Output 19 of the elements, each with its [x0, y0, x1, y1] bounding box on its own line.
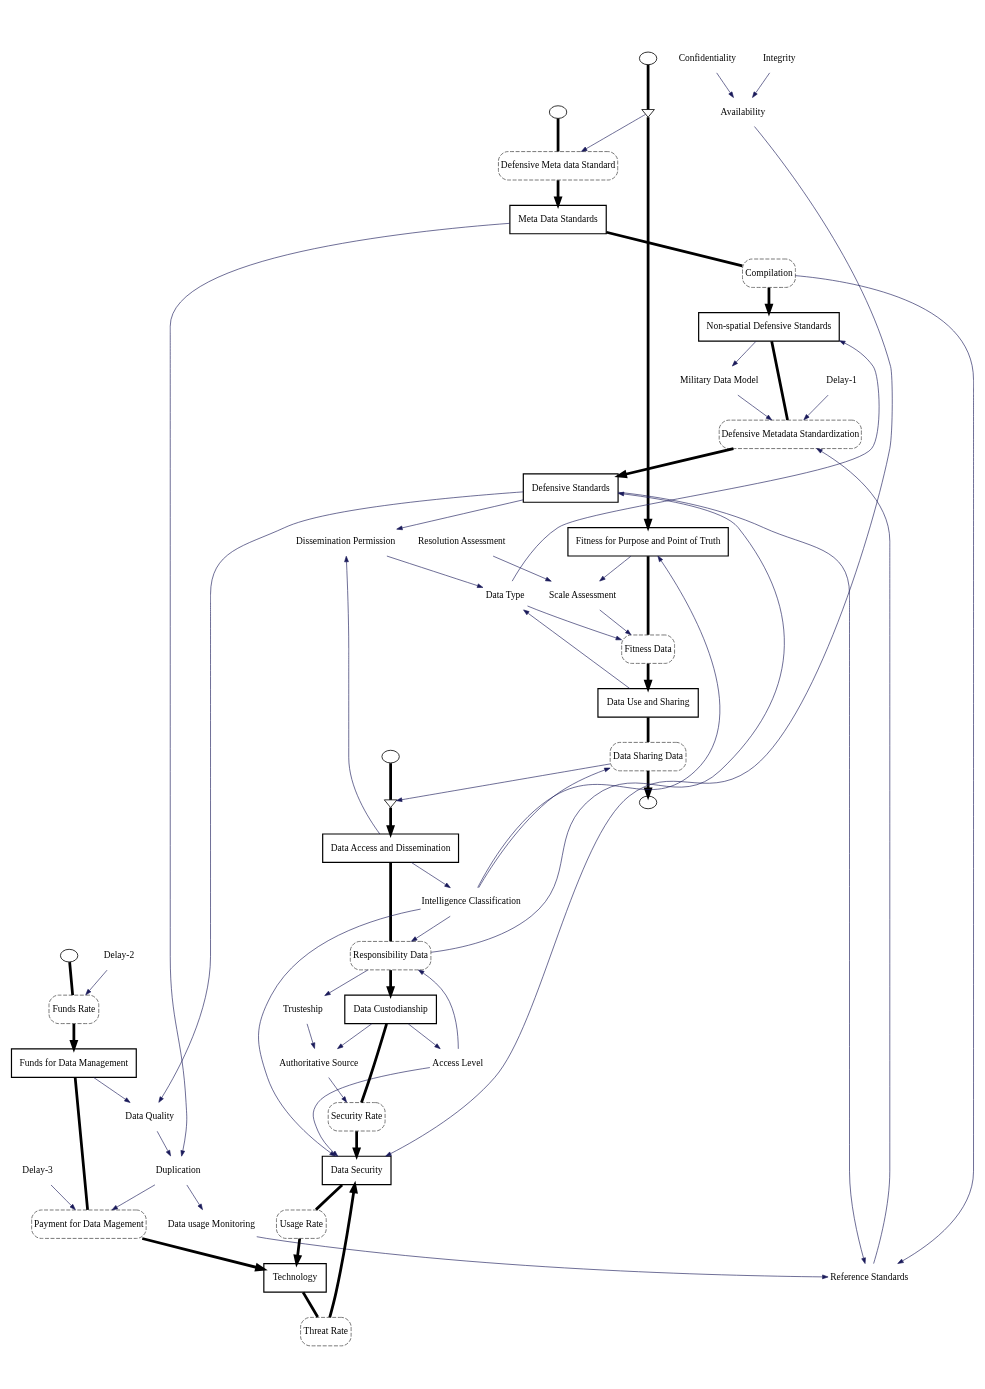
node-text: Delay-3 [22, 1164, 53, 1175]
node-text: Duplication [155, 1164, 201, 1175]
node-text: Confidentiality [678, 52, 737, 63]
node-text: Availability [720, 106, 766, 117]
node-text: Access Level [432, 1057, 484, 1068]
node-text: Scale Assessment [549, 589, 617, 600]
node-text: Delay-2 [103, 949, 135, 960]
node-text: Data usage Monitoring [167, 1218, 255, 1229]
node-text: Data Quality [125, 1110, 175, 1121]
node-text: Military Data Model [680, 374, 759, 385]
node-text: Integrity [762, 52, 796, 63]
node-text: Reference Standards [830, 1271, 909, 1282]
node-text: Intelligence Classification [421, 895, 521, 906]
node-text: Resolution Assessment [417, 535, 506, 546]
node-text: Trusteship [283, 1003, 323, 1014]
node-text: Delay-1 [826, 374, 857, 385]
node-text: Dissemination Permission [296, 535, 396, 546]
node-text: Authoritative Source [279, 1057, 359, 1068]
node-text: Data Type [485, 589, 525, 600]
